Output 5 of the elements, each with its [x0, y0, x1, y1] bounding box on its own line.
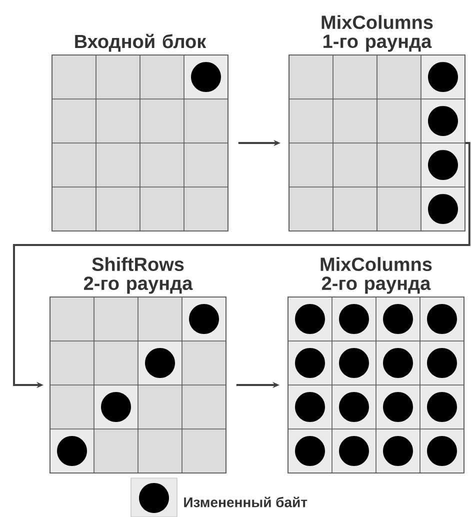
grid-title: ShiftRows 2-го раунда	[84, 257, 193, 294]
grid-title: Входной блок	[75, 34, 206, 52]
grid-title: MixColumns 2-го раунда	[320, 257, 432, 294]
legend-label: Измененный байт	[184, 496, 308, 508]
grid-title: MixColumns 1-го раунда	[322, 15, 433, 52]
